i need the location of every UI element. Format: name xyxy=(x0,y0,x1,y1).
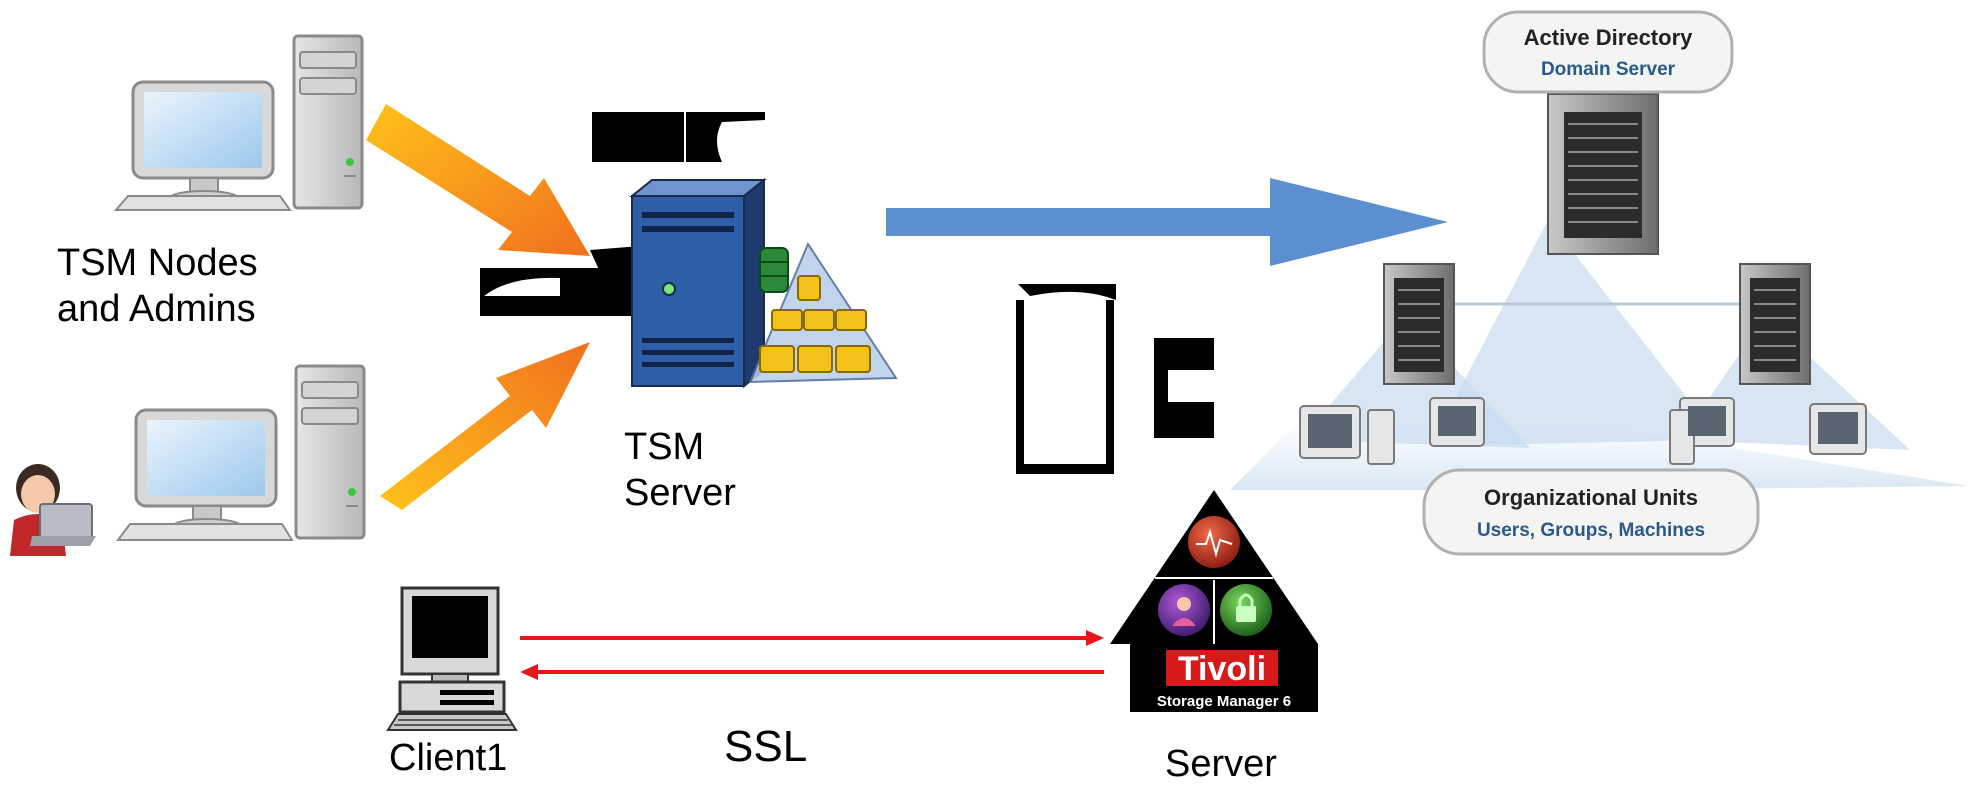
workstation-icon-bottom xyxy=(116,364,366,541)
tivoli-product-text: Storage Manager 6 xyxy=(1157,693,1291,710)
server-label: Server xyxy=(1165,743,1277,785)
tsm-nodes-label: TSM Nodes and Admins xyxy=(57,242,258,330)
organizational-units-label: Organizational Units Users, Groups, Mach… xyxy=(1422,468,1760,556)
workstation-icon-top xyxy=(113,34,364,211)
tivoli-logo-text: Tivoli xyxy=(1178,650,1266,688)
active-directory-title: Active Directory xyxy=(1524,25,1694,50)
blue-arrow xyxy=(886,178,1448,266)
ssl-arrow-to-client xyxy=(520,664,1104,680)
tsm-server-icon xyxy=(629,177,767,389)
organizational-units-subtitle: Users, Groups, Machines xyxy=(1477,520,1705,541)
tivoli-storage-manager-logo: Tivoli Storage Manager 6 xyxy=(1110,490,1318,712)
client1-label: Client1 xyxy=(389,737,508,779)
orange-arrow-top xyxy=(366,104,590,256)
ssl-arrow-to-server xyxy=(520,630,1104,646)
organizational-units-title: Organizational Units xyxy=(1484,485,1698,510)
admin-user-icon xyxy=(10,464,96,556)
decorative-black-shapes xyxy=(480,112,1214,474)
tsm-server-label: TSM Server xyxy=(624,426,736,514)
active-directory-network-icon xyxy=(1230,93,1968,490)
storage-pyramid-icon xyxy=(748,241,898,384)
client1-computer-icon xyxy=(386,586,518,731)
active-directory-subtitle: Domain Server xyxy=(1541,59,1676,80)
heartbeat-icon xyxy=(1188,516,1240,568)
orange-arrow-bottom xyxy=(380,342,590,510)
ssl-label: SSL xyxy=(724,722,808,771)
active-directory-label: Active Directory Domain Server xyxy=(1482,10,1734,94)
